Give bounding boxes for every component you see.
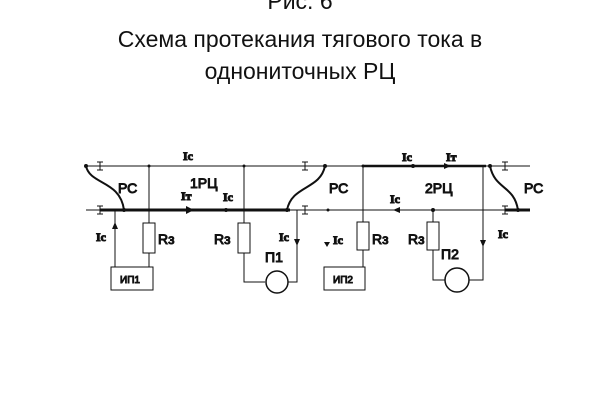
- label-ic-2: Iс: [390, 192, 401, 206]
- label-circuit-1: 1РЦ: [190, 175, 218, 191]
- title-line-1: Схема протекания тягового тока в: [117, 26, 483, 52]
- wire: [243, 253, 265, 283]
- rail-connector-left: [85, 165, 125, 211]
- label-rz-1: Rз: [158, 231, 175, 247]
- label-ic-p1: Iс: [279, 230, 290, 244]
- label-p1: П1: [265, 249, 283, 265]
- resistor-rz-2: [237, 222, 251, 254]
- relay-p1: [265, 270, 289, 294]
- figure-number: Рис. 6: [267, 0, 333, 14]
- label-rz-2: Rз: [214, 231, 231, 247]
- resistor-rz-3: [356, 221, 370, 251]
- resistor-rz-4: [426, 221, 440, 251]
- label-ip1: ИП1: [120, 275, 140, 286]
- insulating-joints: [97, 161, 508, 215]
- relay-p2: [444, 267, 470, 293]
- label-ip2: ИП2: [333, 275, 353, 286]
- label-rz-4: Rз: [408, 231, 425, 247]
- label-ic-top-1: Iс: [183, 149, 194, 163]
- wire: [469, 166, 484, 281]
- wire: [432, 250, 445, 281]
- label-ic-top-2: Iс: [402, 150, 413, 164]
- title-line-2: однониточных РЦ: [204, 58, 396, 84]
- label-it-2: Iт: [446, 150, 457, 164]
- power-source-ip2: [323, 266, 366, 291]
- label-rz-3: Rз: [372, 231, 389, 247]
- resistor-rz-1: [142, 222, 156, 254]
- label-rs-left: РС: [118, 180, 137, 196]
- label-ic-1: Iс: [223, 190, 234, 204]
- label-ic-p2: Iс: [498, 227, 509, 241]
- label-rs-middle: РС: [329, 180, 348, 196]
- label-ic-ip1: Iс: [96, 230, 107, 244]
- label-it-1: Iт: [181, 189, 192, 203]
- label-ic-ip2: Iс: [333, 233, 344, 247]
- power-source-ip1: [110, 266, 154, 291]
- label-rs-right: РС: [524, 180, 543, 196]
- rail-connector-middle: [286, 165, 326, 211]
- label-p2: П2: [441, 246, 459, 262]
- label-circuit-2: 2РЦ: [425, 180, 453, 196]
- rail-connector-right: [489, 165, 519, 211]
- wire: [288, 210, 298, 283]
- current-markers: [84, 163, 520, 247]
